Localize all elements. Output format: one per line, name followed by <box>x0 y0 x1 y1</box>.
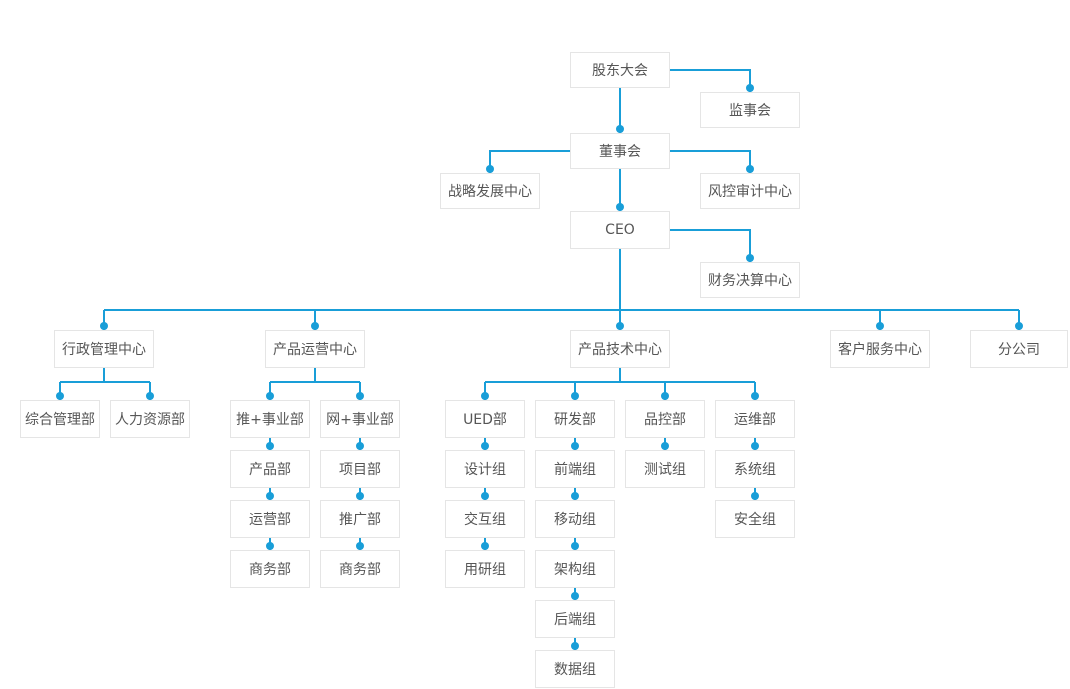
org-node-testing-group: 测试组 <box>625 450 705 488</box>
org-node-ops-dept: 运维部 <box>715 400 795 438</box>
spine-stubs <box>103 310 1020 330</box>
org-node-security-group: 安全组 <box>715 500 795 538</box>
org-node-backend-group: 后端组 <box>535 600 615 638</box>
org-node-business-dept-1: 商务部 <box>230 550 310 588</box>
org-node-project-dept: 项目部 <box>320 450 400 488</box>
org-node-interaction-group: 交互组 <box>445 500 525 538</box>
edge-board-strategic <box>489 150 570 173</box>
org-node-product-dept: 产品部 <box>230 450 310 488</box>
org-node-wang-plus-business-dept: 网+事业部 <box>320 400 400 438</box>
org-node-customer-service-center: 客户服务中心 <box>830 330 930 368</box>
org-node-general-management-dept: 综合管理部 <box>20 400 100 438</box>
org-node-user-research-group: 用研组 <box>445 550 525 588</box>
org-node-strategic-development-center: 战略发展中心 <box>440 173 540 209</box>
edge-shareholders-supervisory <box>670 69 751 92</box>
org-node-architecture-group: 架构组 <box>535 550 615 588</box>
org-node-branch-company: 分公司 <box>970 330 1068 368</box>
org-node-financial-settlement-center: 财务决算中心 <box>700 262 800 298</box>
org-node-rd-dept: 研发部 <box>535 400 615 438</box>
split-product-operation <box>269 368 361 400</box>
org-node-mobile-group: 移动组 <box>535 500 615 538</box>
org-node-business-dept-2: 商务部 <box>320 550 400 588</box>
org-node-operation-dept: 运营部 <box>230 500 310 538</box>
org-node-frontend-group: 前端组 <box>535 450 615 488</box>
org-node-qc-dept: 品控部 <box>625 400 705 438</box>
org-node-administration-center: 行政管理中心 <box>54 330 154 368</box>
org-node-data-group: 数据组 <box>535 650 615 688</box>
org-node-promotion-dept: 推广部 <box>320 500 400 538</box>
org-node-product-technology-center: 产品技术中心 <box>570 330 670 368</box>
org-node-risk-audit-center: 风控审计中心 <box>700 173 800 209</box>
org-node-design-group: 设计组 <box>445 450 525 488</box>
org-node-hr-dept: 人力资源部 <box>110 400 190 438</box>
edge-ceo-financial <box>670 229 751 262</box>
org-node-system-group: 系统组 <box>715 450 795 488</box>
edge-board-riskaudit <box>670 150 751 173</box>
org-node-product-operation-center: 产品运营中心 <box>265 330 365 368</box>
org-node-tui-plus-business-dept: 推+事业部 <box>230 400 310 438</box>
split-product-technology <box>484 368 756 400</box>
org-node-ued-dept: UED部 <box>445 400 525 438</box>
org-node-shareholders-meeting: 股东大会 <box>570 52 670 88</box>
org-node-supervisory-board: 监事会 <box>700 92 800 128</box>
org-node-board-of-directors: 董事会 <box>570 133 670 169</box>
split-administration <box>59 368 151 400</box>
org-node-ceo: CEO <box>570 211 670 249</box>
